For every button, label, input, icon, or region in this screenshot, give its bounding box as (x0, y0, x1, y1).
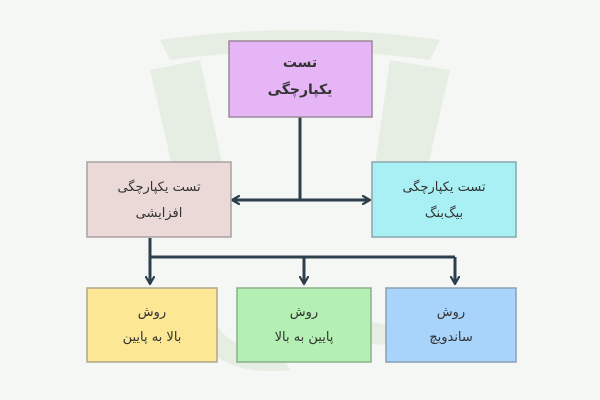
node-incremental-box (86, 161, 232, 238)
node-sandwich-line-2: ساندویچ (429, 330, 473, 345)
node-bottom-up: روش بالا به پایین (86, 287, 218, 363)
node-integration-test-box (228, 40, 373, 118)
node-top-down-line-1: روش (290, 305, 318, 320)
node-sandwich-line-1: روش (437, 305, 465, 320)
node-incremental-line-2: افزایشی (136, 206, 183, 221)
node-bottom-up-line-2: بالا به پایین (123, 330, 182, 345)
node-integration-test: تست یکپارچگی (228, 40, 373, 118)
node-bottom-up-box (86, 287, 218, 363)
node-big-bang-line-1: تست یکپارچگی (402, 179, 486, 195)
node-incremental: تست یکپارچگی افزایشی (86, 161, 232, 238)
node-integration-test-line-1: تست (283, 55, 317, 71)
node-sandwich-box (385, 287, 517, 363)
node-top-down-box (236, 287, 372, 363)
node-integration-test-line-2: یکپارچگی (268, 81, 333, 98)
node-bottom-up-line-1: روش (138, 305, 166, 320)
node-incremental-line-1: تست یکپارچگی (117, 179, 201, 195)
node-top-down: روش پایین به بالا (236, 287, 372, 363)
node-big-bang-box (371, 161, 517, 238)
node-big-bang-line-2: بیگ‌بنگ (425, 205, 463, 221)
node-big-bang: تست یکپارچگی بیگ‌بنگ (371, 161, 517, 238)
node-top-down-line-2: پایین به بالا (275, 330, 334, 345)
connectors (150, 117, 455, 284)
node-sandwich: روش ساندویچ (385, 287, 517, 363)
